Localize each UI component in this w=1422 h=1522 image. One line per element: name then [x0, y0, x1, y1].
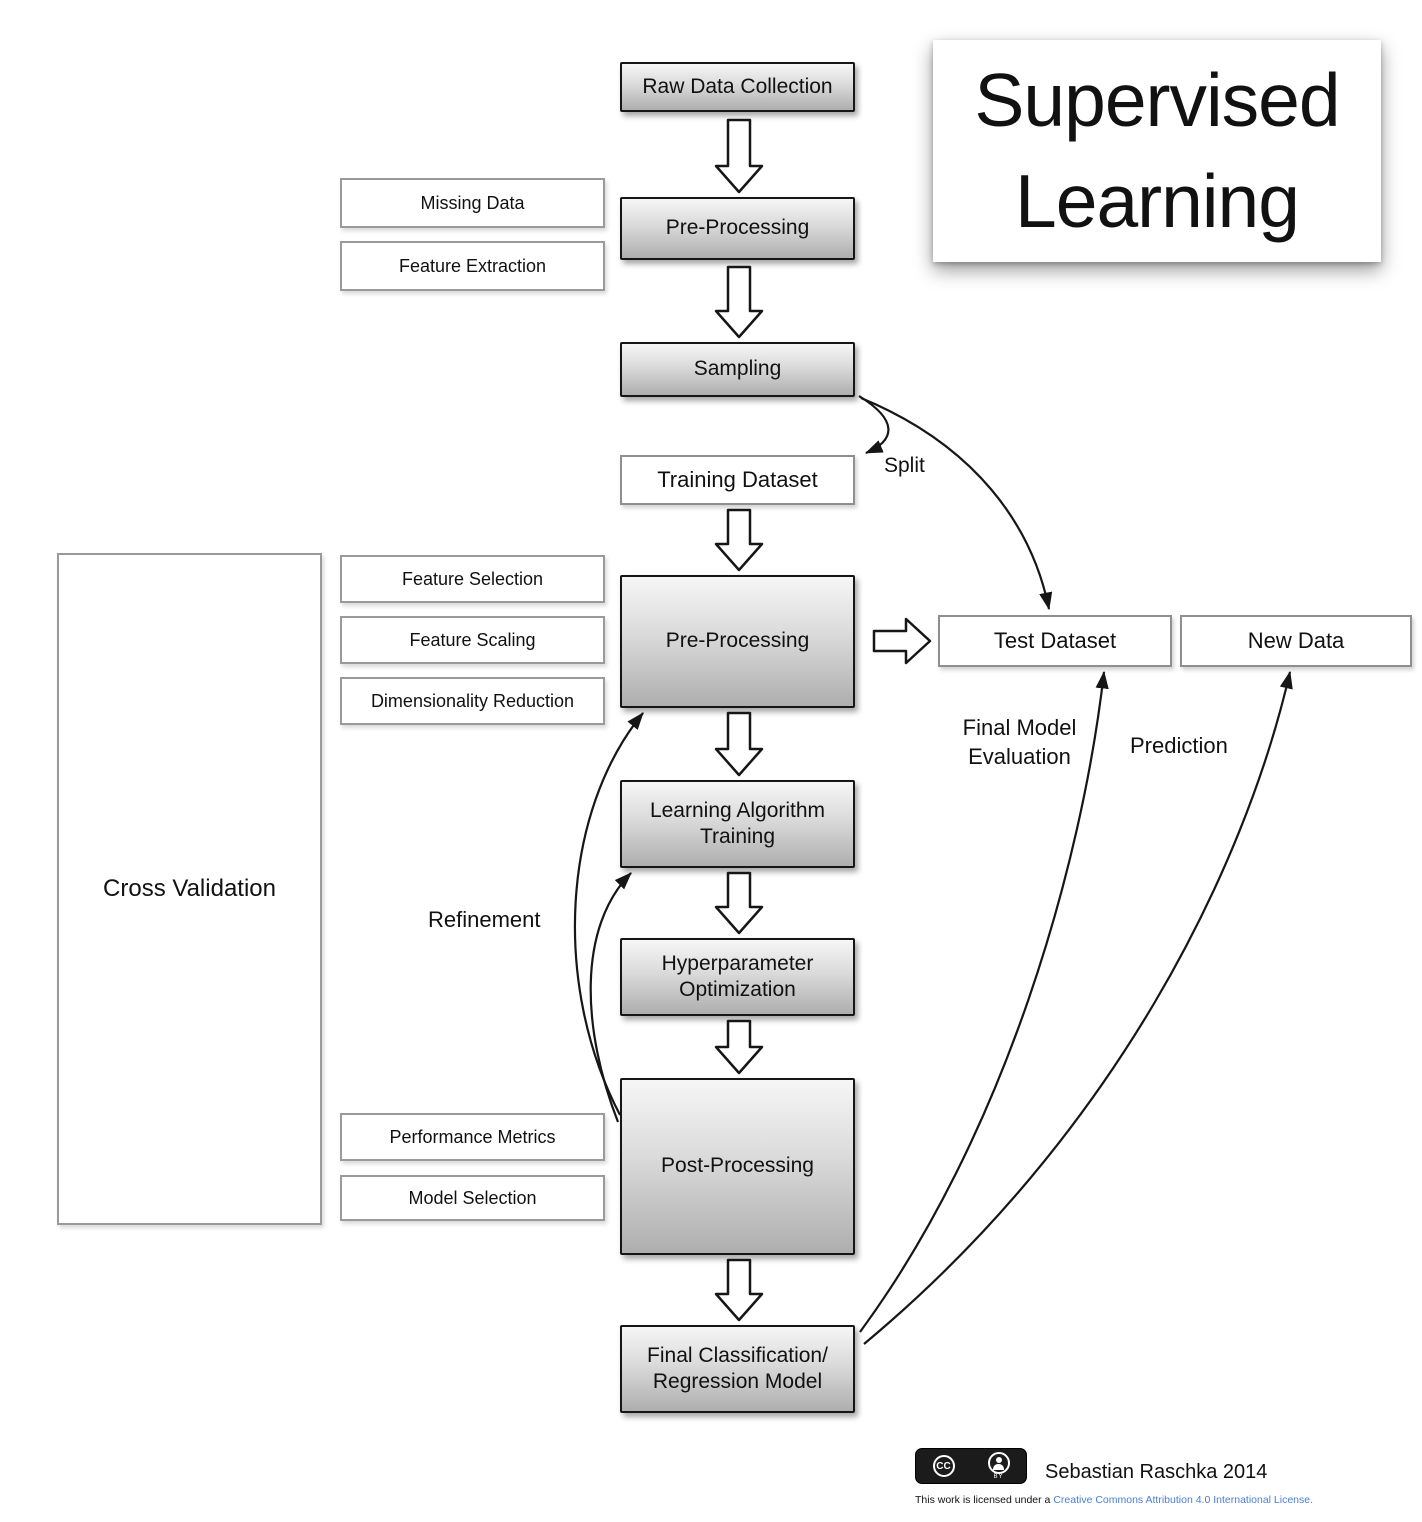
node-training-dataset: Training Dataset [620, 455, 855, 505]
node-pre-processing-1: Pre-Processing [620, 197, 855, 260]
split-arrow-to-test-dataset [860, 396, 1053, 611]
side-label-model-selection: Model Selection [340, 1175, 605, 1221]
license-prefix: This work is licensed under a [915, 1494, 1054, 1506]
license-link[interactable]: Creative Commons Attribution 4.0 Interna… [1053, 1494, 1314, 1506]
down-arrow-preprocessing2-to-learning [714, 711, 764, 777]
right-arrow-preprocessing2-to-test-dataset [872, 617, 932, 665]
edge-label-refinement: Refinement [428, 907, 541, 932]
cross-validation-box: Cross Validation [57, 553, 322, 1225]
side-label-feature-selection: Feature Selection [340, 555, 605, 603]
dimensionality-reduction-text: Dimensionality Reduction [370, 690, 575, 711]
side-label-performance-metrics: Performance Metrics [340, 1113, 605, 1161]
person-body-shape [993, 1463, 1004, 1470]
post-processing-label: Post-Processing [661, 1154, 814, 1178]
node-post-processing: Post-Processing [620, 1078, 855, 1255]
down-arrow-raw-to-preprocessing [714, 118, 764, 194]
cc-icon: CC [932, 1455, 955, 1477]
cc-by-badge: CC BY [915, 1448, 1027, 1484]
training-dataset-label: Training Dataset [657, 467, 818, 493]
down-arrow-learning-to-hyperparameter [714, 871, 764, 935]
refinement-arrow-to-preprocessing2 [573, 712, 644, 1116]
missing-data-text: Missing Data [420, 192, 525, 213]
diagram-title-line1: Supervised [974, 57, 1340, 142]
side-label-feature-extraction: Feature Extraction [340, 241, 605, 291]
cc-attribution-group: BY [987, 1452, 1010, 1480]
edge-label-final-model-evaluation: Final Model Evaluation [962, 715, 1077, 769]
node-new-data: New Data [1180, 615, 1412, 667]
person-head-shape [995, 1456, 1002, 1463]
node-test-dataset: Test Dataset [938, 615, 1172, 667]
edge-label-split: Split [884, 454, 925, 477]
final-model-label: Final Classification/ Regression Model [647, 1343, 828, 1393]
cc-icon-text: CC [936, 1460, 951, 1472]
diagram-title-card: Supervised Learning [933, 40, 1381, 262]
sampling-label: Sampling [693, 357, 782, 381]
node-final-model: Final Classification/ Regression Model [620, 1325, 855, 1413]
node-learning-algorithm-training: Learning Algorithm Training [620, 780, 855, 868]
node-hyperparameter-optimization: Hyperparameter Optimization [620, 938, 855, 1016]
license-line: This work is licensed under a Creative C… [915, 1494, 1375, 1506]
edge-label-prediction: Prediction [1130, 733, 1228, 758]
feature-selection-text: Feature Selection [401, 568, 544, 589]
down-arrow-hyperparameter-to-postprocessing [714, 1019, 764, 1075]
down-arrow-postprocessing-to-final [714, 1258, 764, 1322]
cc-by-label: BY [993, 1474, 1004, 1480]
node-sampling: Sampling [620, 342, 855, 397]
cc-person-icon [987, 1452, 1010, 1474]
cross-validation-label: Cross Validation [103, 875, 276, 902]
performance-metrics-text: Performance Metrics [389, 1126, 556, 1147]
side-label-feature-scaling: Feature Scaling [340, 616, 605, 664]
model-selection-text: Model Selection [408, 1187, 537, 1208]
test-dataset-label: Test Dataset [993, 628, 1117, 654]
hyperparameter-optimization-label: Hyperparameter Optimization [661, 951, 814, 1001]
down-arrow-training-to-preprocessing2 [714, 508, 764, 572]
new-data-label: New Data [1247, 628, 1345, 654]
side-label-missing-data: Missing Data [340, 178, 605, 228]
feature-extraction-text: Feature Extraction [398, 255, 547, 276]
down-arrow-preprocessing-to-sampling [714, 265, 764, 339]
pre-processing-2-label: Pre-Processing [665, 629, 810, 653]
learning-algorithm-training-label: Learning Algorithm Training [649, 798, 826, 848]
diagram-title-line2: Learning [1015, 159, 1300, 243]
split-arrow-to-training-dataset [858, 395, 890, 455]
feature-scaling-text: Feature Scaling [409, 629, 536, 650]
node-raw-data-collection-label: Raw Data Collection [642, 74, 833, 98]
side-label-dimensionality-reduction: Dimensionality Reduction [340, 677, 605, 725]
prediction-arrow [863, 670, 1293, 1345]
author-credit: Sebastian Raschka 2014 [1045, 1461, 1268, 1483]
node-raw-data-collection: Raw Data Collection [620, 62, 855, 112]
node-pre-processing-2: Pre-Processing [620, 575, 855, 708]
pre-processing-1-label: Pre-Processing [665, 216, 810, 240]
